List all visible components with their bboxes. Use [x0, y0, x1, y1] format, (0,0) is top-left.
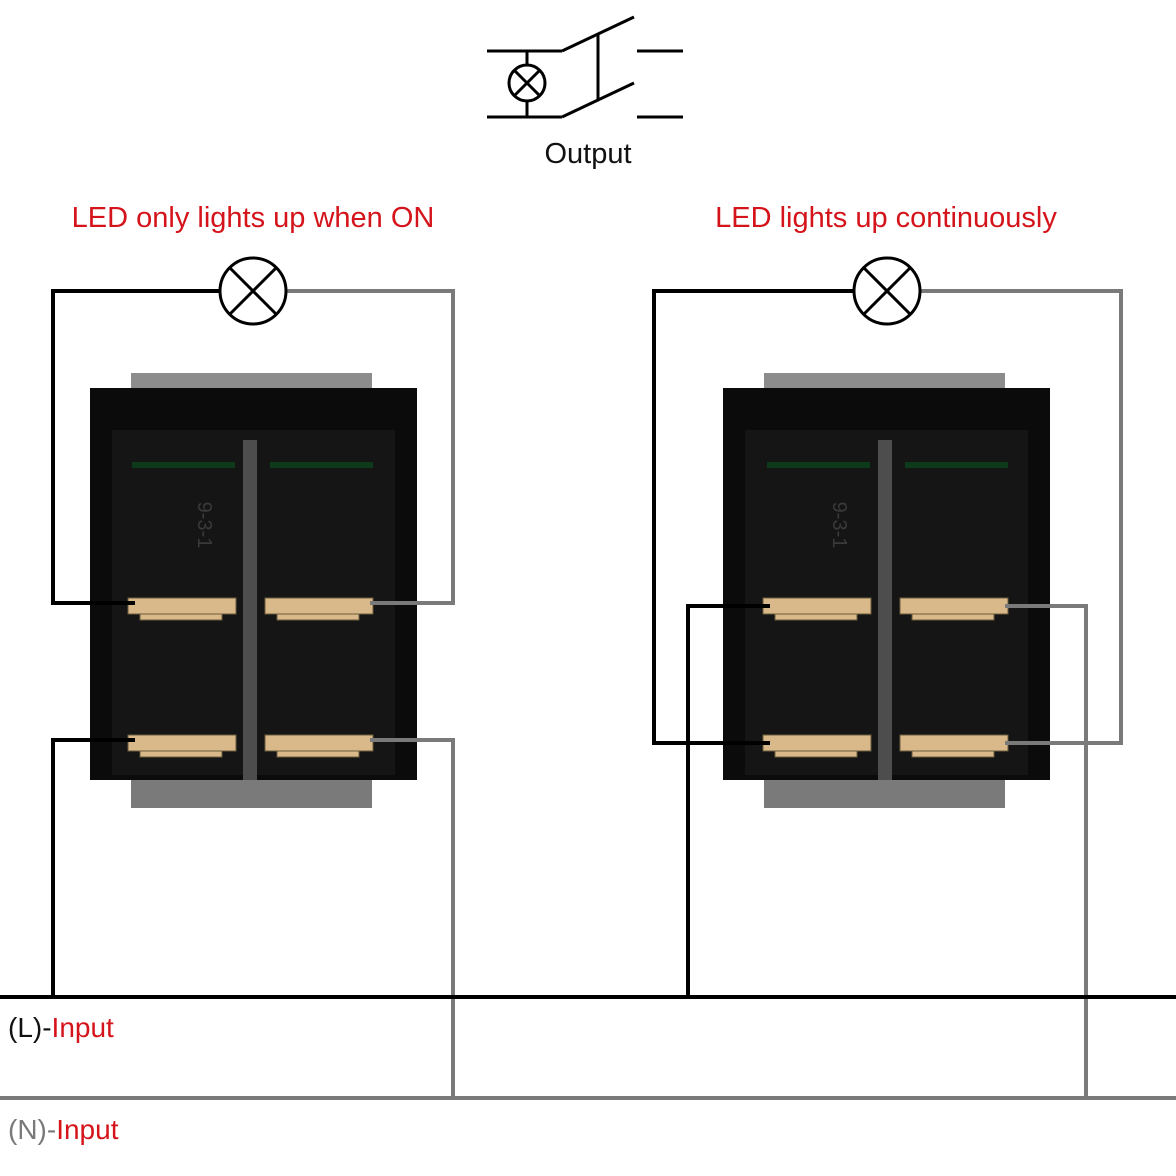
- neutral-input-label: (N)-Input: [8, 1114, 119, 1145]
- neutral-wire: [287, 289, 455, 605]
- output-label: Output: [544, 138, 631, 170]
- rocker-switch-left: 9-3-1: [90, 373, 417, 808]
- live-input-label: (L)-Input: [8, 1012, 114, 1043]
- rocker-switch-right: 9-3-1: [723, 373, 1050, 808]
- caption-left: LED only lights up when ON: [72, 202, 435, 234]
- live-input-suffix: Input: [52, 1012, 114, 1043]
- neutral-wire: [370, 738, 455, 1098]
- terminal: [127, 597, 374, 758]
- terminal: [762, 597, 1009, 758]
- caption-right: LED lights up continuously: [715, 202, 1057, 234]
- output-switch-symbol: [487, 15, 683, 119]
- live-wire: [652, 289, 854, 745]
- switch-marking: 9-3-1: [193, 502, 215, 549]
- wires-right: [652, 289, 1123, 1098]
- lamp-icon: [218, 256, 288, 326]
- live-wire: [51, 289, 220, 605]
- switch-marking: 9-3-1: [828, 502, 850, 549]
- live-wire: [51, 738, 135, 997]
- live-wire: [686, 604, 770, 997]
- lamp-icon: [852, 256, 922, 326]
- neutral-wire: [920, 289, 1123, 745]
- neutral-input-suffix: Input: [56, 1114, 118, 1145]
- neutral-input-prefix: (N)-: [8, 1114, 56, 1145]
- neutral-wire: [1005, 604, 1088, 1098]
- lamp-icon: [507, 63, 547, 103]
- live-input-prefix: (L)-: [8, 1012, 52, 1043]
- wires-left: [51, 289, 455, 1098]
